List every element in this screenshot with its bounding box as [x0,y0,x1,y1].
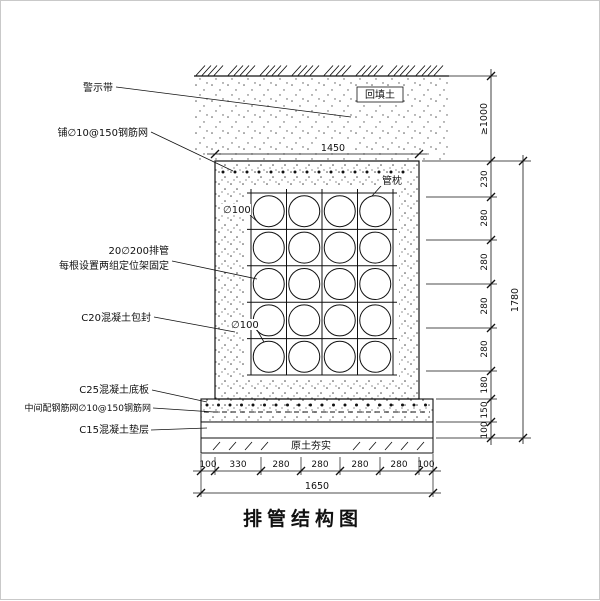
dim-bottom-0: 100 [199,460,216,470]
dia100-bottom-bg [229,319,259,330]
drawing-title: 排管结构图 [243,507,363,530]
dim-bottom-1: 330 [229,460,246,470]
label-c15: C15混凝土垫层 [79,423,149,436]
compacted-soil-marks [212,441,425,451]
label-pipe-support: 管枕 [382,174,402,187]
label-c20: C20混凝土包封 [81,311,151,324]
dia100-top-bg [221,204,251,215]
leader-c15 [150,427,208,431]
pipe-positioning-grid [247,189,397,376]
leader-dia100-bottom [256,329,265,343]
label-top-mesh: 铺∅10@150钢筋网 [57,126,148,139]
c15-cushion-layer [200,421,434,439]
dim-right-5: 180 [480,376,490,393]
dim-right-total: 1780 [510,288,521,312]
dim-right-3: 280 [480,297,490,314]
leader-lines [115,86,382,431]
leader-pipe-support [371,185,382,197]
label-c25: C25混凝土底板 [79,383,149,396]
dim-right-1: 280 [480,209,490,226]
label-compacted-soil: 原土夯实 [291,439,331,452]
pipe-circles [252,195,392,373]
dim-top-width: 1450 [321,143,345,154]
dim-bottom-6: 100 [417,460,434,470]
dim-1450-bg [313,142,353,153]
dim-right-4: 280 [480,340,490,357]
dimension-ticks [196,71,528,498]
leader-pipes-note [171,260,258,280]
dim-bottom-total: 1650 [305,481,329,492]
leader-c20 [153,316,236,333]
label-middle-mesh: 中间配钢筋网∅10@150钢筋网 [25,402,151,414]
label-pipes-note-2: 每根设置两组定位架固定 [59,259,169,272]
dim-right-2: 280 [480,253,490,270]
dimension-lines [193,69,524,494]
extension-lines [200,75,531,497]
ground-hatch-marks [195,65,444,76]
dim-bottom-4: 280 [351,460,368,470]
label-warning-tape: 警示带 [83,81,113,94]
dim-bottom-2: 280 [272,460,289,470]
label-pipes-note-1: 20∅200排管 [108,244,169,257]
leader-warning-tape [115,86,352,118]
top-rebar-mesh-dots [221,170,405,174]
compacted-subgrade-strip [200,437,434,454]
dim-bottom-5: 280 [390,460,407,470]
backfill-label-box [356,86,404,103]
c25-base-slab [200,398,434,423]
label-dia100-bottom: ∅100 [231,320,259,331]
dim-right-7: 100 [480,421,490,438]
leader-dia100-top [249,214,261,225]
label-backfill: 回填土 [365,88,395,101]
leader-c25 [151,389,208,403]
pipe-support-bg [379,175,406,186]
dim-cover-depth: ≥1000 [479,103,490,135]
dim-bottom-3: 280 [311,460,328,470]
dim-right-6: 150 [480,401,490,418]
leader-top-mesh [150,131,234,172]
leader-middle-mesh [152,407,215,413]
slab-rebar-dots [205,403,427,407]
dim-right-0: 230 [480,170,490,187]
label-dia100-top: ∅100 [223,205,251,216]
